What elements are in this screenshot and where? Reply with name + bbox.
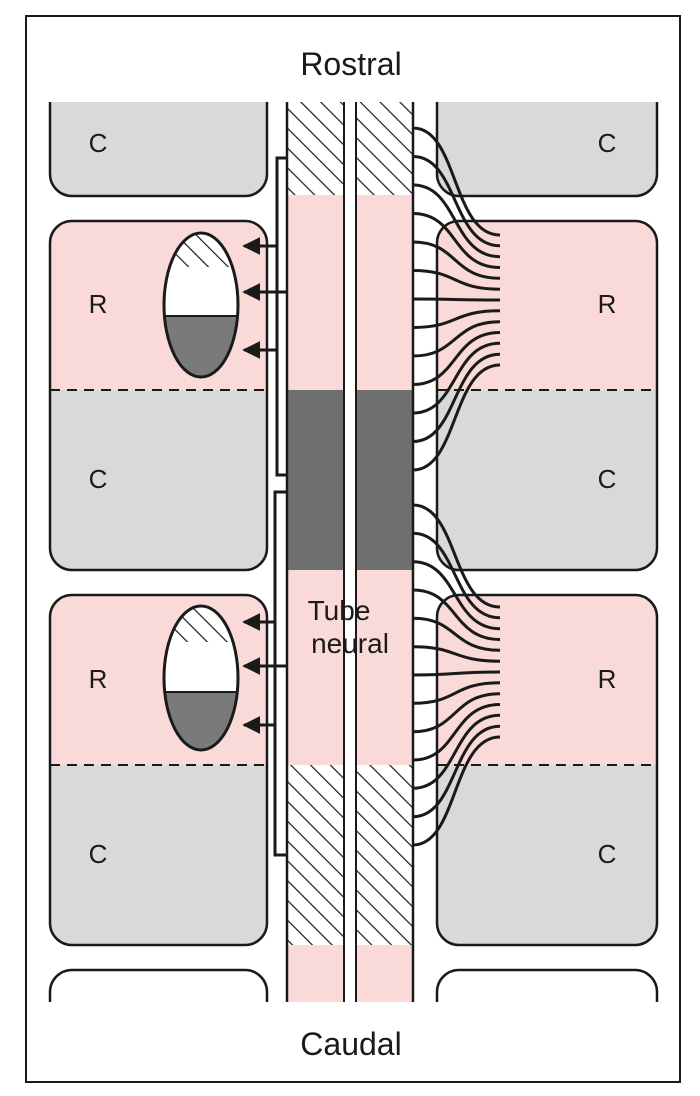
rostral-half-label: R	[89, 664, 108, 694]
rostral-half-label: R	[598, 289, 617, 319]
axon-curve	[412, 212, 501, 269]
right-empty-block-bottom	[435, 968, 659, 1002]
axon-curve	[412, 503, 501, 609]
right-axon-fan-lower	[412, 503, 501, 847]
axon-curve	[412, 269, 501, 291]
axon-curve	[412, 183, 501, 259]
axon-curve	[412, 309, 501, 329]
bracket-line-lower	[273, 490, 287, 857]
rostral-label: Rostral	[300, 46, 401, 82]
axon-curve	[412, 341, 501, 415]
axon-curve	[412, 670, 501, 677]
caudal-label: Caudal	[300, 1026, 401, 1062]
neural-tube	[285, 102, 415, 1002]
bracket-line-upper	[275, 156, 287, 477]
left-caudal-block-top	[48, 102, 269, 198]
axon-curve	[412, 352, 501, 443]
axon-curve	[412, 588, 501, 641]
right-somite-column	[435, 102, 659, 1002]
axon-curve	[412, 645, 501, 663]
right-somite-1	[435, 219, 659, 572]
tube-neural-label-line2: neural	[311, 628, 389, 659]
axon-curve	[412, 681, 501, 705]
axon-curve	[412, 240, 501, 280]
rostral-half-label: R	[89, 289, 108, 319]
axon-curve	[412, 155, 501, 248]
caudal-half-label: C	[598, 128, 617, 158]
axon-curve	[412, 363, 501, 472]
axon-curve	[412, 320, 501, 358]
right-somite-2	[435, 593, 659, 947]
caudal-half-label: C	[89, 128, 108, 158]
axon-curve	[412, 331, 501, 386]
tube-neural-label-line1: Tube	[308, 595, 371, 626]
caudal-half-label: C	[89, 839, 108, 869]
axon-curve	[412, 703, 501, 762]
left-migration-arrows	[242, 156, 287, 857]
right-caudal-block-top	[435, 102, 659, 198]
axon-curve	[412, 560, 501, 631]
axon-curve	[412, 713, 501, 790]
ganglion-upper	[162, 231, 240, 379]
central-canal	[343, 102, 357, 1002]
axon-curve	[412, 126, 501, 237]
rostral-half-label: R	[598, 664, 617, 694]
axon-curve	[412, 724, 501, 819]
caudal-half-label: C	[598, 464, 617, 494]
axon-curve	[412, 692, 501, 734]
caudal-half-label: C	[89, 464, 108, 494]
axon-curve	[412, 735, 501, 847]
axon-curve	[412, 297, 501, 302]
axon-curve	[412, 616, 501, 652]
left-empty-block-bottom	[48, 968, 269, 1002]
caudal-half-label: C	[598, 839, 617, 869]
axon-curve	[412, 531, 501, 620]
ganglion-lower	[162, 604, 240, 752]
right-axon-fan-upper	[412, 126, 501, 472]
